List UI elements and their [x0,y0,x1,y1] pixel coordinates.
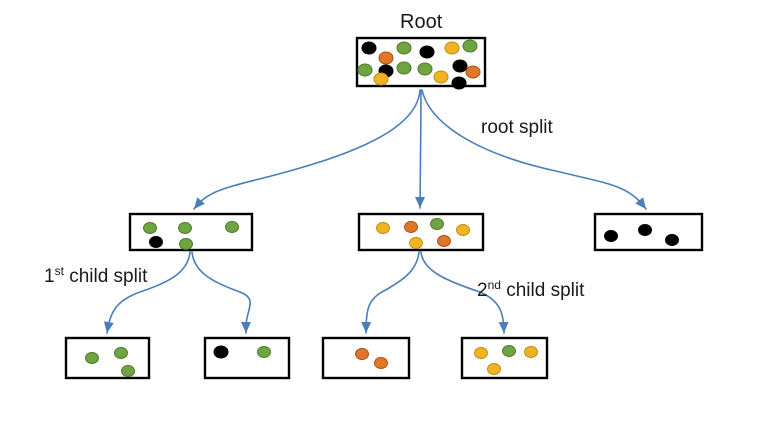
root-node-dot-black-0 [361,41,377,55]
edge-root-to-child3-curve [421,89,647,210]
edge-child2-to-leaf4-arrowhead [498,321,509,333]
child-node-2[interactable] [357,212,485,252]
edge-child1-to-leaf1 [103,251,191,334]
leaf-node-4-box[interactable] [460,336,549,380]
edges-layer [103,89,647,334]
root-node-dot-black-7 [419,45,435,59]
leaf-node-4[interactable] [460,336,549,380]
child-node-1-dot-green-4 [179,237,193,251]
child-node-2-dot-orange-5 [437,234,451,248]
edge-child1-to-leaf2-arrowhead [240,321,251,333]
edge-child1-to-leaf2 [191,251,251,334]
edge-root-to-child1-arrowhead [194,197,205,209]
first-child-split-label: 1st child split [44,264,148,287]
edge-root-to-child3 [421,89,647,210]
edge-root-to-child1-curve [193,89,421,210]
leaf-node-2-box[interactable] [203,336,291,380]
edge-child1-to-leaf2-curve [191,251,251,334]
edge-child1-to-leaf1-arrowhead [103,321,114,333]
root-node-dot-yellow-6 [373,72,389,86]
child-node-3-dot-black-0 [604,229,618,243]
leaf-node-1[interactable] [64,336,151,380]
child-node-3[interactable] [593,212,704,252]
edge-root-to-child2-arrowhead [415,196,426,208]
root-node-dot-orange-1 [378,51,394,65]
root-node-dot-green-3 [396,61,412,75]
edge-root-to-child1 [193,89,421,210]
nodes-layer [64,36,704,380]
labels-layer: Root root split 1st child split 2nd child s… [44,11,585,301]
edge-root-to-child2 [415,89,426,209]
leaf-node-1-box[interactable] [64,336,151,380]
root-node-dot-yellow-9 [433,70,449,84]
leaf-node-3[interactable] [321,336,411,380]
second-child-split-label: 2nd child split [477,278,585,301]
leaf-node-2-dot-green-1 [257,345,271,359]
leaf-node-1-dot-green-2 [121,364,135,378]
child-node-2-dot-yellow-0 [376,221,390,235]
leaf-node-4-dot-yellow-0 [474,346,488,360]
edge-root-to-child3-arrowhead [635,197,646,209]
root-node-dot-green-5 [357,63,373,77]
edge-child2-to-leaf3-curve [365,251,420,334]
leaf-node-4-dot-green-1 [502,344,516,358]
leaf-node-3-dot-orange-0 [355,347,369,361]
root-node-dot-orange-13 [465,65,481,79]
leaf-node-1-dot-green-1 [114,346,128,360]
child-node-1-dot-green-0 [143,221,157,235]
root-split-label: root split [481,117,554,138]
edge-child1-to-leaf1-curve [106,251,191,334]
child-node-1-dot-green-2 [225,220,239,234]
leaf-node-2-dot-black-0 [213,345,229,359]
root-node-dot-yellow-10 [444,41,460,55]
leaf-node-2[interactable] [203,336,291,380]
child-node-3-dot-black-2 [665,233,679,247]
child-node-2-dot-yellow-4 [409,236,423,250]
edge-root-to-child2-curve [419,89,422,209]
child-node-1[interactable] [128,212,254,252]
root-node-dot-black-12 [452,59,468,73]
child-node-1-dot-green-1 [178,221,192,235]
root-node-dot-green-8 [417,62,433,76]
child-node-3-dot-black-1 [638,223,652,237]
root-title-label: Root [400,11,443,33]
leaf-node-4-dot-yellow-2 [524,345,538,359]
child-node-1-dot-black-3 [149,235,163,249]
root-node-dot-black-14 [451,76,467,90]
edge-child2-to-leaf4-curve [420,251,505,334]
edge-child2-to-leaf4 [420,251,509,334]
root-node-dot-green-2 [396,41,412,55]
leaf-node-1-dot-green-0 [85,351,99,365]
edge-child2-to-leaf3 [361,251,420,334]
root-node-dot-green-11 [462,39,478,53]
leaf-node-4-dot-yellow-3 [487,362,501,376]
child-node-2-dot-green-2 [430,217,444,231]
edge-child2-to-leaf3-arrowhead [361,321,372,333]
root-node[interactable] [355,36,487,90]
child-node-2-dot-orange-1 [404,220,418,234]
child-node-2-dot-yellow-3 [456,223,470,237]
leaf-node-3-dot-orange-1 [374,356,388,370]
